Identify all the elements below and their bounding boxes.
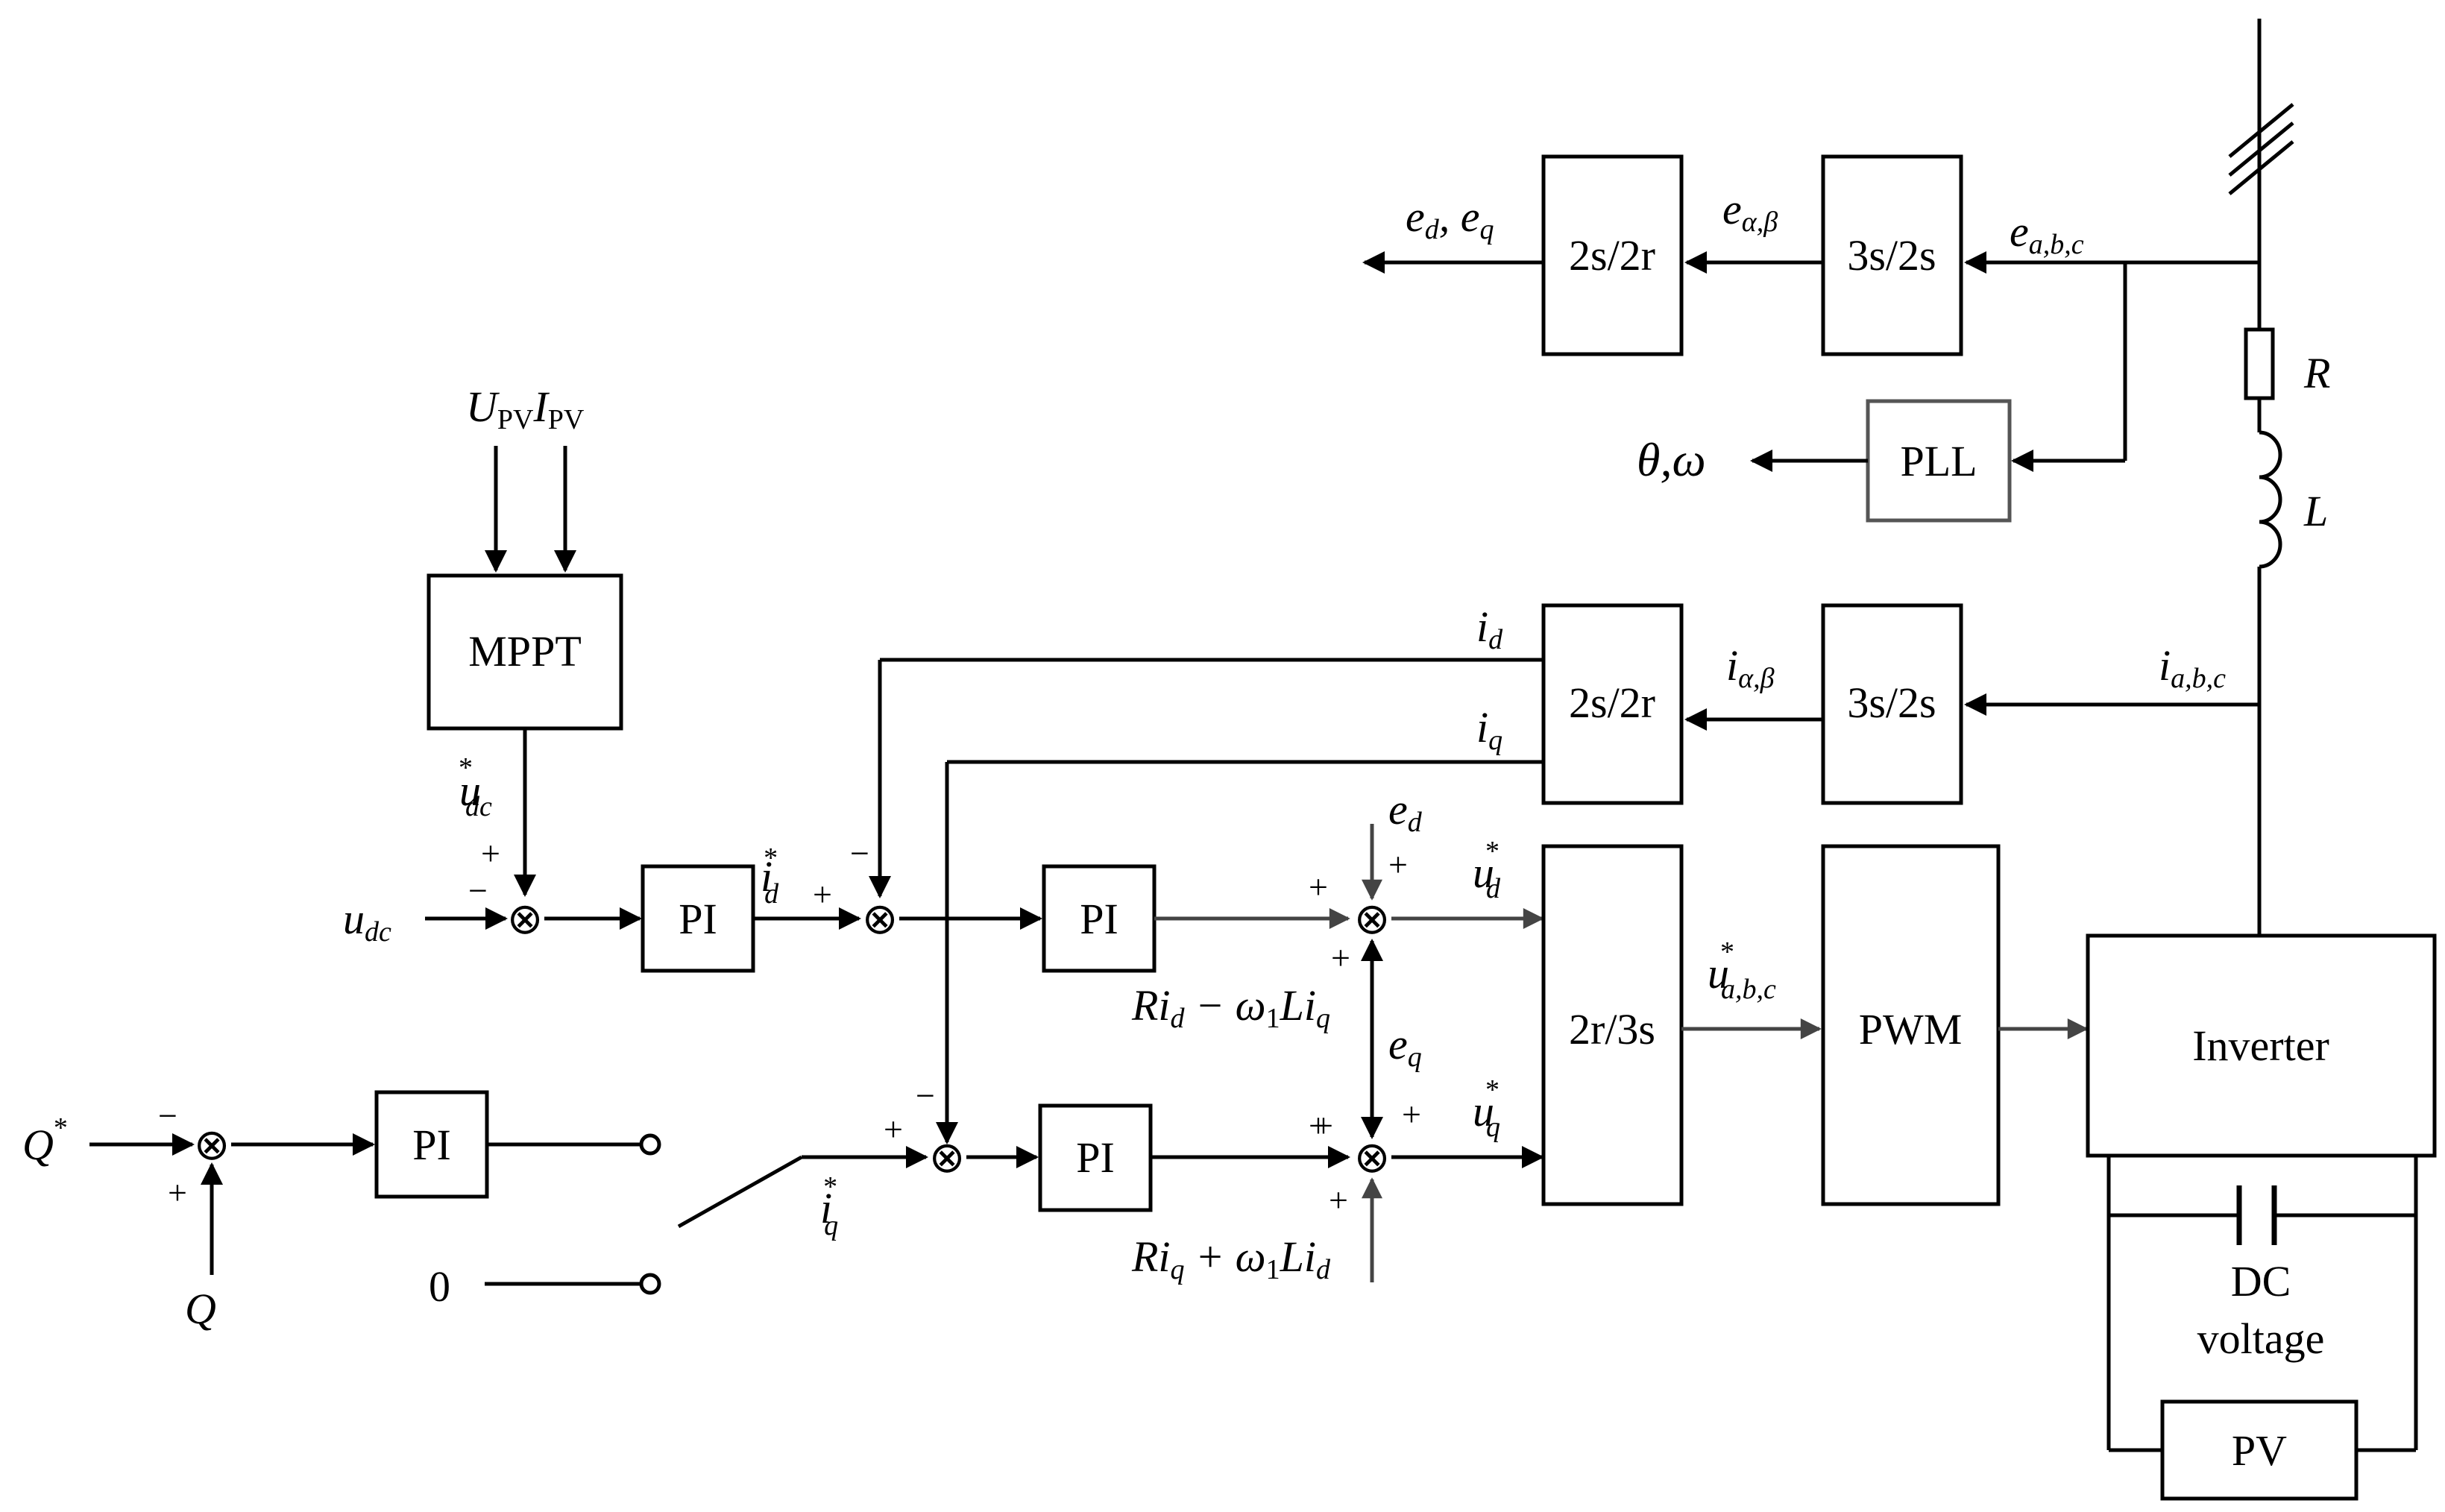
dc-link: [2106, 1156, 2418, 1452]
sign-plus-eq-left: +: [1314, 1106, 1333, 1144]
label-eq-ff: eq: [1388, 1020, 1422, 1073]
sign-plus-pi-d-out: +: [1309, 868, 1328, 906]
label-ed-ff: ed: [1388, 785, 1423, 838]
sign-minus-Q-star: −: [158, 1097, 177, 1135]
block-2s2r-mid-label: 2s/2r: [1569, 678, 1655, 727]
block-pv: [2160, 1399, 2359, 1501]
block-pwm-label: PWM: [1859, 1005, 1963, 1053]
block-pi-Q-label: PI: [412, 1121, 451, 1169]
block-inverter-label: Inverter: [2192, 1021, 2329, 1070]
block-pi-dc-label: PI: [679, 895, 717, 943]
block-pi-q-label: PI: [1076, 1133, 1115, 1182]
block-3s2s-top-label: 3s/2s: [1847, 231, 1936, 280]
sign-plus-pi-q-out: +: [1309, 1106, 1328, 1144]
grid-connection: R L: [2228, 19, 2330, 936]
sum-junction-id: ⊗: [862, 895, 899, 943]
sign-minus-iq: −: [916, 1077, 935, 1115]
switch-contact-zero: [639, 1273, 661, 1295]
sign-plus-ed: +: [1388, 845, 1408, 883]
sign-minus-id: −: [850, 834, 869, 872]
block-2s2r-top-label: 2s/2r: [1569, 231, 1655, 280]
block-pwm: [1821, 844, 2001, 1206]
sign-plus-udc-star: +: [481, 834, 500, 872]
sum-junction-uq: ⊗: [1354, 1133, 1391, 1182]
label-iq: iq: [1476, 703, 1502, 756]
sign-plus-Q: +: [168, 1174, 187, 1212]
sign-minus-udc: −: [468, 872, 488, 910]
label-e-alpha-beta: eα,β: [1722, 185, 1778, 238]
label-ud-star: u*d: [1473, 836, 1501, 904]
block-2r3s-label: 2r/3s: [1569, 1005, 1655, 1053]
label-id: id: [1476, 602, 1503, 655]
block-inverter: [2086, 933, 2437, 1158]
label-dc-voltage-line2: voltage: [2197, 1314, 2325, 1363]
block-3s2s-mid-label: 3s/2s: [1847, 678, 1936, 727]
label-i-alpha-beta: iα,β: [1726, 641, 1775, 694]
sum-junction-dc: ⊗: [507, 895, 544, 943]
sum-junction-ud: ⊗: [1354, 895, 1391, 943]
label-upv-ipv: UPVIPV: [466, 382, 585, 435]
block-2s2r-mid: [1541, 603, 1684, 805]
block-mppt-label: MPPT: [468, 627, 582, 675]
sign-plus-decouple-q: +: [1329, 1181, 1348, 1219]
label-udc-star: u*dc: [459, 752, 492, 822]
inductor-L: [2259, 430, 2282, 569]
sign-plus-id-star: +: [813, 875, 832, 913]
label-Q-star: Q*: [22, 1112, 68, 1169]
sign-plus-decouple-d: +: [1331, 939, 1350, 977]
label-Q: Q: [185, 1285, 216, 1333]
label-theta-omega: θ,ω: [1637, 433, 1706, 486]
block-pv-label: PV: [2232, 1426, 2287, 1475]
label-uabc-star: u*a,b,c: [1708, 936, 1776, 1005]
block-2r3s: [1541, 844, 1684, 1206]
label-ed-eq: ed, eq: [1406, 192, 1494, 245]
sum-junction-iq: ⊗: [929, 1133, 966, 1182]
sum-junction-Q: ⊗: [194, 1121, 230, 1169]
label-id-star: i*d: [761, 842, 779, 910]
label-decouple-q: Riq + ω1Lid: [1131, 1232, 1331, 1285]
switch-arm: [677, 1155, 803, 1229]
block-pi-q: [1038, 1103, 1153, 1212]
label-udc: udc: [343, 895, 391, 948]
block-3s2s-top: [1821, 154, 1963, 356]
label-i-abc: ia,b,c: [2159, 641, 2226, 694]
label-iq-star: i*q: [820, 1171, 838, 1241]
block-pi-dc: [641, 864, 755, 973]
label-zero: 0: [429, 1262, 450, 1311]
label-R: R: [2303, 349, 2330, 397]
label-uq-star: u*q: [1473, 1074, 1500, 1143]
block-3s2s-mid: [1821, 603, 1963, 805]
label-decouple-d: Rid − ω1Liq: [1131, 981, 1330, 1034]
block-2s2r-top: [1541, 154, 1684, 356]
label-dc-voltage-line1: DC: [2231, 1257, 2291, 1305]
sign-plus-iq-star: +: [884, 1110, 903, 1148]
sign-plus-eq: +: [1402, 1095, 1421, 1133]
switch-contact-pi: [639, 1133, 661, 1156]
label-e-abc: ea,b,c: [2010, 207, 2084, 260]
label-L: L: [2303, 487, 2328, 535]
block-pi-d: [1042, 864, 1157, 973]
resistor-R: [2244, 327, 2275, 400]
block-pi-d-label: PI: [1080, 895, 1118, 943]
block-pll-label: PLL: [1900, 437, 1977, 485]
